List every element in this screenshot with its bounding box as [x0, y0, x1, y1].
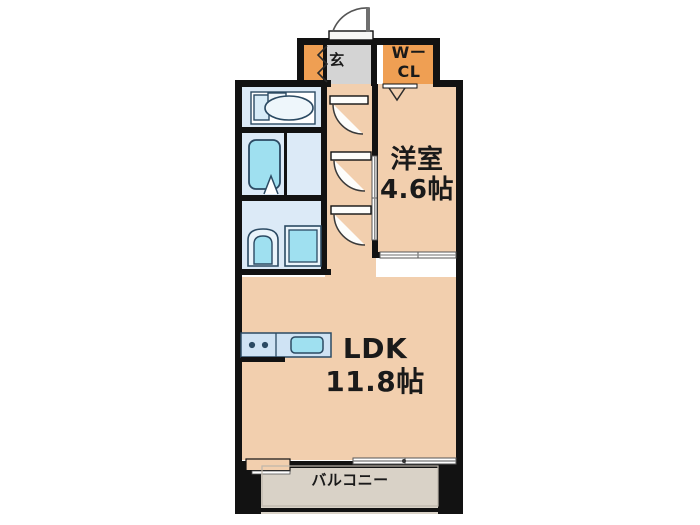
balcony-sliding-door	[352, 457, 457, 465]
ldk-floor	[241, 277, 458, 460]
western-room-floor	[376, 84, 458, 256]
wall-entry-wcl-div	[371, 38, 377, 86]
bedroom-sliding-door	[371, 155, 378, 241]
wall-toilet-bath-div	[241, 127, 327, 133]
entrance-door	[328, 7, 374, 41]
wall-shoe-closet-div	[323, 44, 327, 84]
label-balcony: バルコニー	[311, 471, 389, 489]
wall-waterroom-right-b	[321, 131, 327, 199]
bedroom-ldk-sliding-door	[379, 251, 457, 259]
bathroom-drain-marker	[263, 173, 279, 195]
label-western-room: 洋室 4.6帖	[379, 145, 455, 205]
wall-entry-bottom	[297, 80, 331, 87]
kitchen-counter	[240, 332, 332, 362]
toilet-door	[329, 95, 369, 135]
ldk-bottom-alcove	[245, 458, 291, 475]
walk-in-closet-floor	[383, 44, 437, 84]
fixtures	[240, 91, 332, 362]
wall-waterroom-right-a	[321, 86, 327, 130]
wall-wash-ldk-div	[241, 269, 331, 275]
wall-outer-left-lower	[235, 272, 242, 468]
wall-main-top-left	[235, 80, 303, 87]
balcony-outline	[261, 465, 439, 507]
bathroom-door	[330, 151, 372, 192]
shoe-closet-door	[316, 45, 329, 83]
wall-balcony-bottom	[241, 508, 458, 512]
bathroom-washing-area	[288, 133, 320, 195]
wall-wcl-right	[433, 38, 440, 86]
wall-tub-divider	[284, 133, 287, 195]
walls	[235, 38, 463, 514]
wall-waterroom-right-c	[321, 200, 327, 272]
washroom-door	[330, 205, 372, 246]
label-walk-in-closet: Wー CL	[391, 43, 427, 81]
toilet-fixture	[250, 91, 316, 125]
bathtub-fixture	[246, 136, 284, 192]
doors-and-windows	[245, 7, 457, 475]
wall-entry-top	[297, 38, 437, 45]
wash-basin-fixture	[247, 228, 279, 267]
wall-balcony-right	[438, 461, 463, 514]
label-ldk: LDK 11.8帖	[325, 332, 425, 399]
wall-main-top-right	[433, 80, 463, 87]
label-entrance: 玄	[329, 51, 345, 69]
wall-outer-left-upper	[235, 80, 242, 275]
stove-burner-1	[248, 341, 256, 349]
stove-burner-2	[261, 341, 269, 349]
kitchen-sink	[290, 336, 324, 354]
washing-machine-space	[284, 225, 322, 267]
wall-entry-left	[297, 38, 304, 86]
walk-in-closet-door	[382, 83, 418, 102]
wall-outer-right	[456, 80, 463, 468]
wall-bath-wash-div	[241, 195, 327, 201]
wall-outer-bottom	[235, 461, 463, 468]
